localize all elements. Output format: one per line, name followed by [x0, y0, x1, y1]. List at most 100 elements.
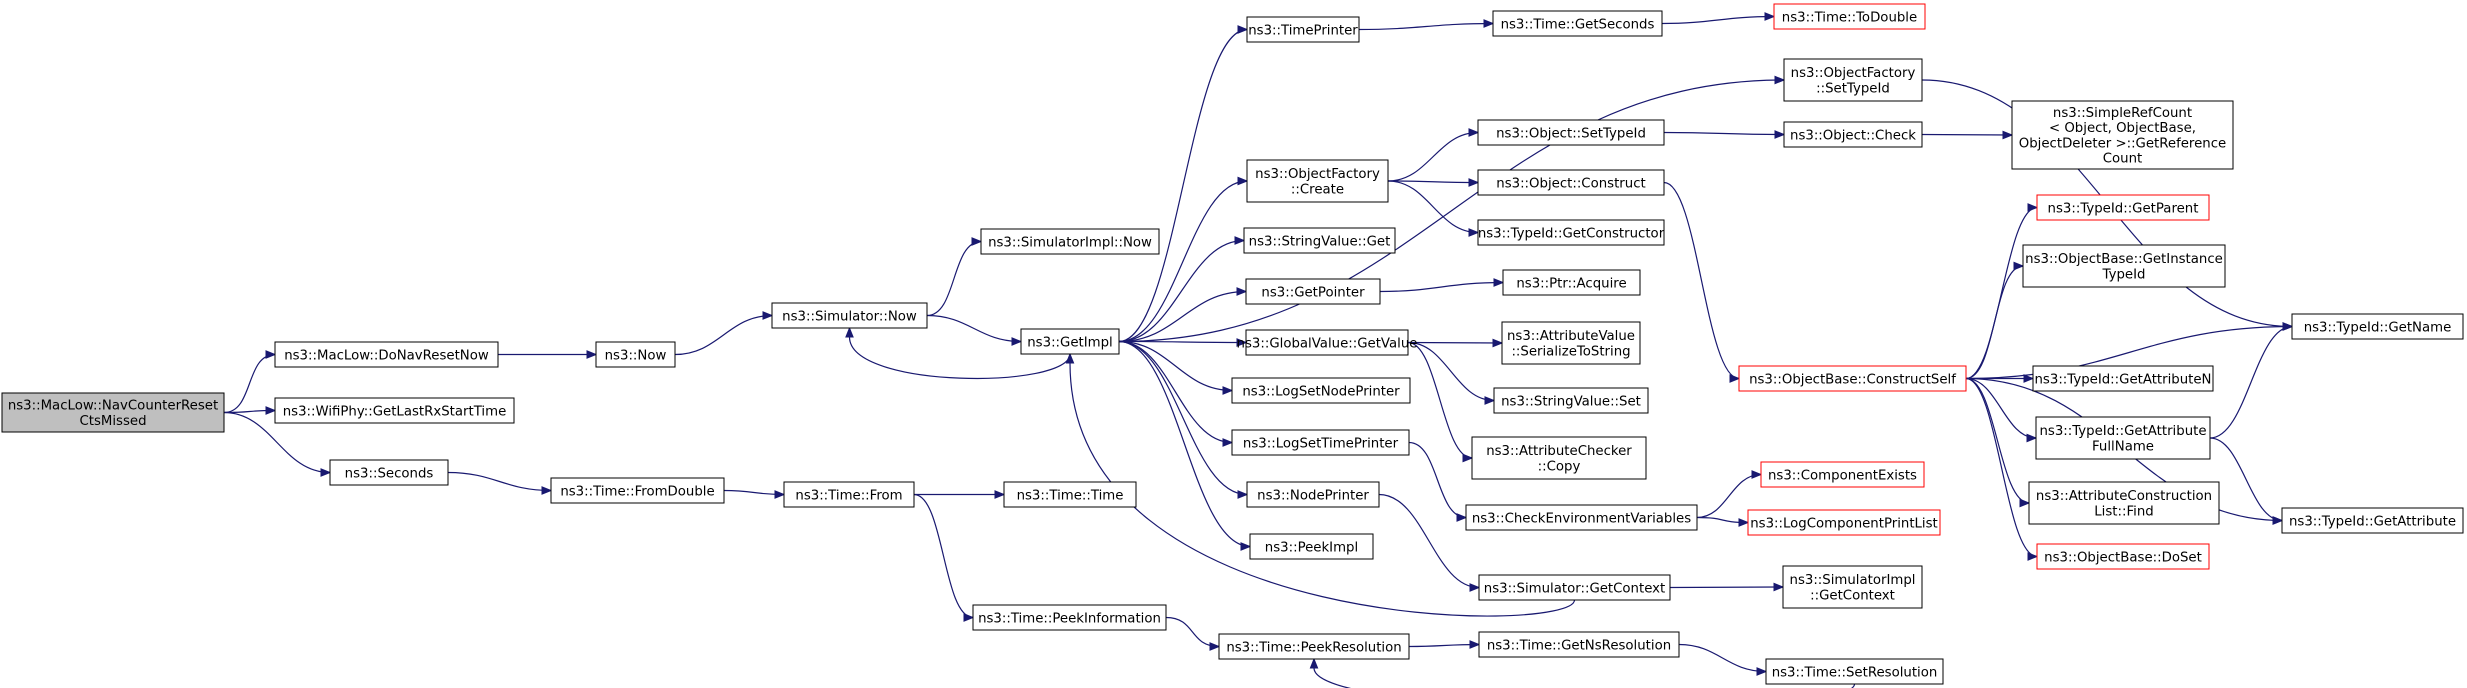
node-ns3-time-peekinformation[interactable]: ns3::Time::PeekInformation — [972, 604, 1167, 631]
edge-n36-to-n43 — [1965, 261, 2025, 380]
edge-n36-to-n42 — [1965, 203, 2039, 380]
node-label: ns3::AttributeChecker — [1486, 444, 1632, 459]
node-label: < Object, ObjectBase, — [2049, 121, 2196, 136]
edge-arrowhead — [1011, 337, 1023, 346]
edge-line — [1358, 22, 1494, 31]
edge-line — [1118, 180, 1248, 343]
node-label: ns3::GlobalValue::GetValue — [1237, 336, 1418, 351]
node-ns3-simulator-getcontext[interactable]: ns3::Simulator::GetContext — [1478, 574, 1671, 601]
node-ns3-typeid-getattribute[interactable]: ns3::TypeId::GetAttribute — [2281, 507, 2464, 534]
node-box — [1760, 461, 1925, 488]
edge-arrowhead — [1468, 178, 1480, 187]
node-ns3-globalvalue-getvalue[interactable]: ns3::GlobalValue::GetValue — [1237, 329, 1418, 356]
node-label: ns3::TypeId::GetAttribute — [2289, 514, 2456, 529]
node-ns3-objectbase-constructself[interactable]: ns3::ObjectBase::ConstructSelf — [1738, 365, 1967, 392]
node-label: ns3::SimulatorImpl — [1790, 573, 1916, 588]
node-ns3-ptr-acquire[interactable]: ns3::Ptr::Acquire — [1502, 269, 1641, 296]
node-ns3-simulatorimpl-getcontext[interactable]: ns3::SimulatorImpl::GetContext — [1782, 565, 1923, 609]
edge-arrowhead — [1773, 582, 1785, 592]
node-ns3-stringvalue-set[interactable]: ns3::StringValue::Set — [1493, 387, 1649, 414]
node-ns3-attributechecker-copy[interactable]: ns3::AttributeChecker::Copy — [1471, 436, 1647, 480]
node-box — [1747, 509, 1941, 536]
edge-line — [1408, 643, 1480, 648]
node-ns3-logsettimeprinter[interactable]: ns3::LogSetTimePrinter — [1231, 429, 1410, 456]
node-ns3-typeid-getname[interactable]: ns3::TypeId::GetName — [2291, 313, 2464, 340]
node-ns3-time-time[interactable]: ns3::Time::Time — [1003, 481, 1137, 508]
node-ns3-stringvalue-get[interactable]: ns3::StringValue::Get — [1243, 227, 1396, 254]
node-box — [1231, 377, 1411, 404]
node-label: ns3::SimulatorImpl::Now — [988, 235, 1152, 250]
node-ns3-simulator-now[interactable]: ns3::Simulator::Now — [771, 302, 928, 329]
edge-line — [2209, 325, 2293, 439]
edge-n5-to-n8 — [723, 489, 786, 499]
node-ns3-wifiphy-getlastrxstarttime[interactable]: ns3::WifiPhy::GetLastRxStartTime — [274, 397, 515, 424]
node-ns3-typeid-getparent[interactable]: ns3::TypeId::GetParent — [2036, 194, 2210, 221]
node-ns3-simulatorimpl-now[interactable]: ns3::SimulatorImpl::Now — [980, 228, 1160, 255]
node-ns3-objectbase-doset[interactable]: ns3::ObjectBase::DoSet — [2036, 543, 2210, 570]
node-ns3-time-from[interactable]: ns3::Time::From — [783, 481, 915, 508]
node-ns3-now[interactable]: ns3::Now — [595, 341, 676, 368]
node-ns3-objectfactory-settypeid[interactable]: ns3::ObjectFactory::SetTypeId — [1783, 58, 1923, 102]
edge-arrowhead — [1729, 374, 1741, 383]
node-ns3-getpointer[interactable]: ns3::GetPointer — [1245, 278, 1381, 305]
node-ns3-object-check[interactable]: ns3::Object::Check — [1783, 121, 1923, 148]
node-ns3-timeprinter[interactable]: ns3::TimePrinter — [1246, 16, 1360, 43]
node-ns3-logcomponentprintlist[interactable]: ns3::LogComponentPrintList — [1747, 509, 1941, 536]
edge-arrowhead — [1774, 130, 1786, 139]
edge-n0-to-n1 — [223, 350, 277, 414]
node-box — [1478, 574, 1671, 601]
edge-arrowhead — [2019, 498, 2031, 508]
node-ns3-maclow-donavresetnow[interactable]: ns3::MacLow::DoNavResetNow — [274, 341, 499, 368]
edge-n40-to-n21 — [1309, 657, 1856, 688]
node-ns3-time-todouble[interactable]: ns3::Time::ToDouble — [1773, 3, 1926, 30]
edge-n9-to-n19 — [1118, 340, 1249, 499]
node-label: ns3::Time::PeekInformation — [978, 611, 1161, 626]
edge-arrowhead — [1469, 583, 1481, 592]
node-label: ns3::Now — [605, 348, 667, 363]
node-ns3-time-peekresolution[interactable]: ns3::Time::PeekResolution — [1218, 633, 1410, 660]
node-ns3-logsetnodeprinter[interactable]: ns3::LogSetNodePrinter — [1231, 377, 1411, 404]
edge-arrowhead — [1738, 518, 1750, 527]
node-ns3-simplerefcount-object-objectbase-objectdeleter-getreference-count[interactable]: ns3::SimpleRefCount< Object, ObjectBase,… — [2011, 100, 2234, 170]
node-label: FullName — [2092, 439, 2154, 454]
edge-line — [1165, 616, 1220, 648]
node-ns3-seconds[interactable]: ns3::Seconds — [329, 459, 449, 486]
node-ns3-attributevalue-serializetostring[interactable]: ns3::AttributeValue::SerializeToString — [1501, 321, 1641, 365]
node-box — [1477, 169, 1665, 196]
node-ns3-time-getnsresolution[interactable]: ns3::Time::GetNsResolution — [1478, 631, 1680, 658]
edge-n16-to-n27 — [1407, 338, 1504, 348]
node-ns3-time-setresolution[interactable]: ns3::Time::SetResolution — [1765, 658, 1944, 685]
node-ns3-object-construct[interactable]: ns3::Object::Construct — [1477, 169, 1665, 196]
edge-line — [447, 471, 552, 492]
node-ns3-typeid-getconstructor[interactable]: ns3::TypeId::GetConstructor — [1477, 219, 1665, 246]
node-ns3-typeid-getattributen[interactable]: ns3::TypeId::GetAttributeN — [2032, 365, 2214, 392]
node-ns3-peekimpl[interactable]: ns3::PeekImpl — [1249, 533, 1374, 560]
node-ns3-getimpl[interactable]: ns3::GetImpl — [1020, 328, 1120, 355]
edge-n22-to-n33 — [1661, 12, 1776, 25]
node-label: ns3::Time::FromDouble — [560, 484, 714, 499]
node-ns3-checkenvironmentvariables[interactable]: ns3::CheckEnvironmentVariables — [1465, 504, 1698, 531]
edge-line — [1118, 340, 1233, 444]
node-ns3-time-getseconds[interactable]: ns3::Time::GetSeconds — [1492, 10, 1663, 37]
edge-n15-to-n26 — [1379, 278, 1505, 293]
node-ns3-time-fromdouble[interactable]: ns3::Time::FromDouble — [550, 477, 725, 504]
node-box — [1783, 58, 1923, 102]
node-ns3-objectfactory-create[interactable]: ns3::ObjectFactory::Create — [1246, 159, 1389, 203]
node-box — [2036, 194, 2210, 221]
edge-arrowhead — [1492, 338, 1504, 348]
edge-line — [1118, 239, 1245, 343]
node-label: CtsMissed — [79, 414, 146, 429]
node-ns3-nodeprinter[interactable]: ns3::NodePrinter — [1246, 481, 1380, 508]
node-ns3-componentexists[interactable]: ns3::ComponentExists — [1760, 461, 1925, 488]
edge-arrowhead — [971, 237, 983, 246]
node-box — [2281, 507, 2464, 534]
node-box — [274, 397, 515, 424]
node-label: ns3::LogSetTimePrinter — [1243, 436, 1399, 451]
node-box — [1773, 3, 1926, 30]
edge-arrowhead — [1209, 642, 1221, 651]
node-ns3-object-settypeid[interactable]: ns3::Object::SetTypeId — [1477, 119, 1665, 146]
